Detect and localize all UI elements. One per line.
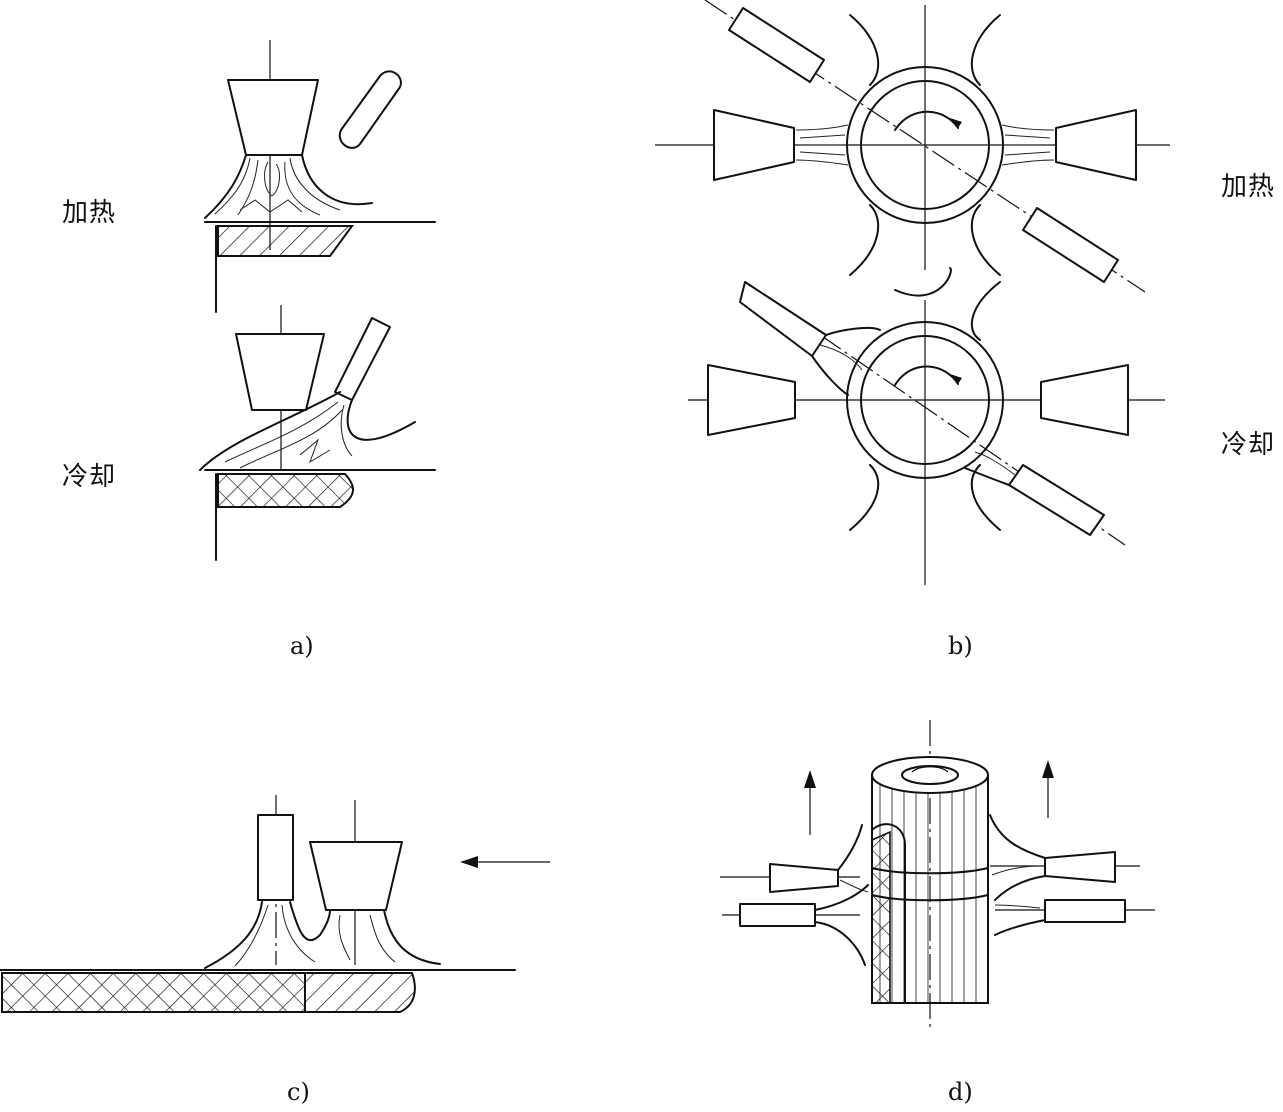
caption-c: c): [287, 1078, 310, 1106]
label-heating-b: 加热: [1221, 172, 1276, 202]
cooling-workpiece: [204, 469, 436, 561]
caption-a: a): [290, 632, 314, 660]
caption-b: b): [948, 632, 973, 660]
feed-direction-arrows: [804, 760, 1054, 835]
heating-flame: [204, 154, 373, 219]
label-heating-a: 加热: [62, 198, 117, 228]
cooling-torch: [235, 305, 325, 470]
panel-d: [720, 720, 1155, 1030]
heating-torch: [227, 40, 319, 250]
cooling-nozzle: [334, 317, 391, 401]
cooling-rotating-part: [688, 267, 1165, 585]
shaft: [871, 756, 989, 1004]
panel-a: [199, 40, 436, 561]
travel-direction-arrow: [460, 856, 550, 868]
label-cooling-a: 冷却: [62, 462, 117, 492]
quench-nozzle: [338, 70, 402, 149]
caption-d: d): [948, 1078, 973, 1106]
panel-b: [655, 0, 1170, 585]
heating-rotating-part: [655, 0, 1170, 293]
panel-c: [0, 795, 550, 1013]
cooling-spray: [199, 391, 416, 471]
heating-workpiece: [204, 221, 436, 313]
label-cooling-b: 冷却: [1221, 430, 1276, 460]
